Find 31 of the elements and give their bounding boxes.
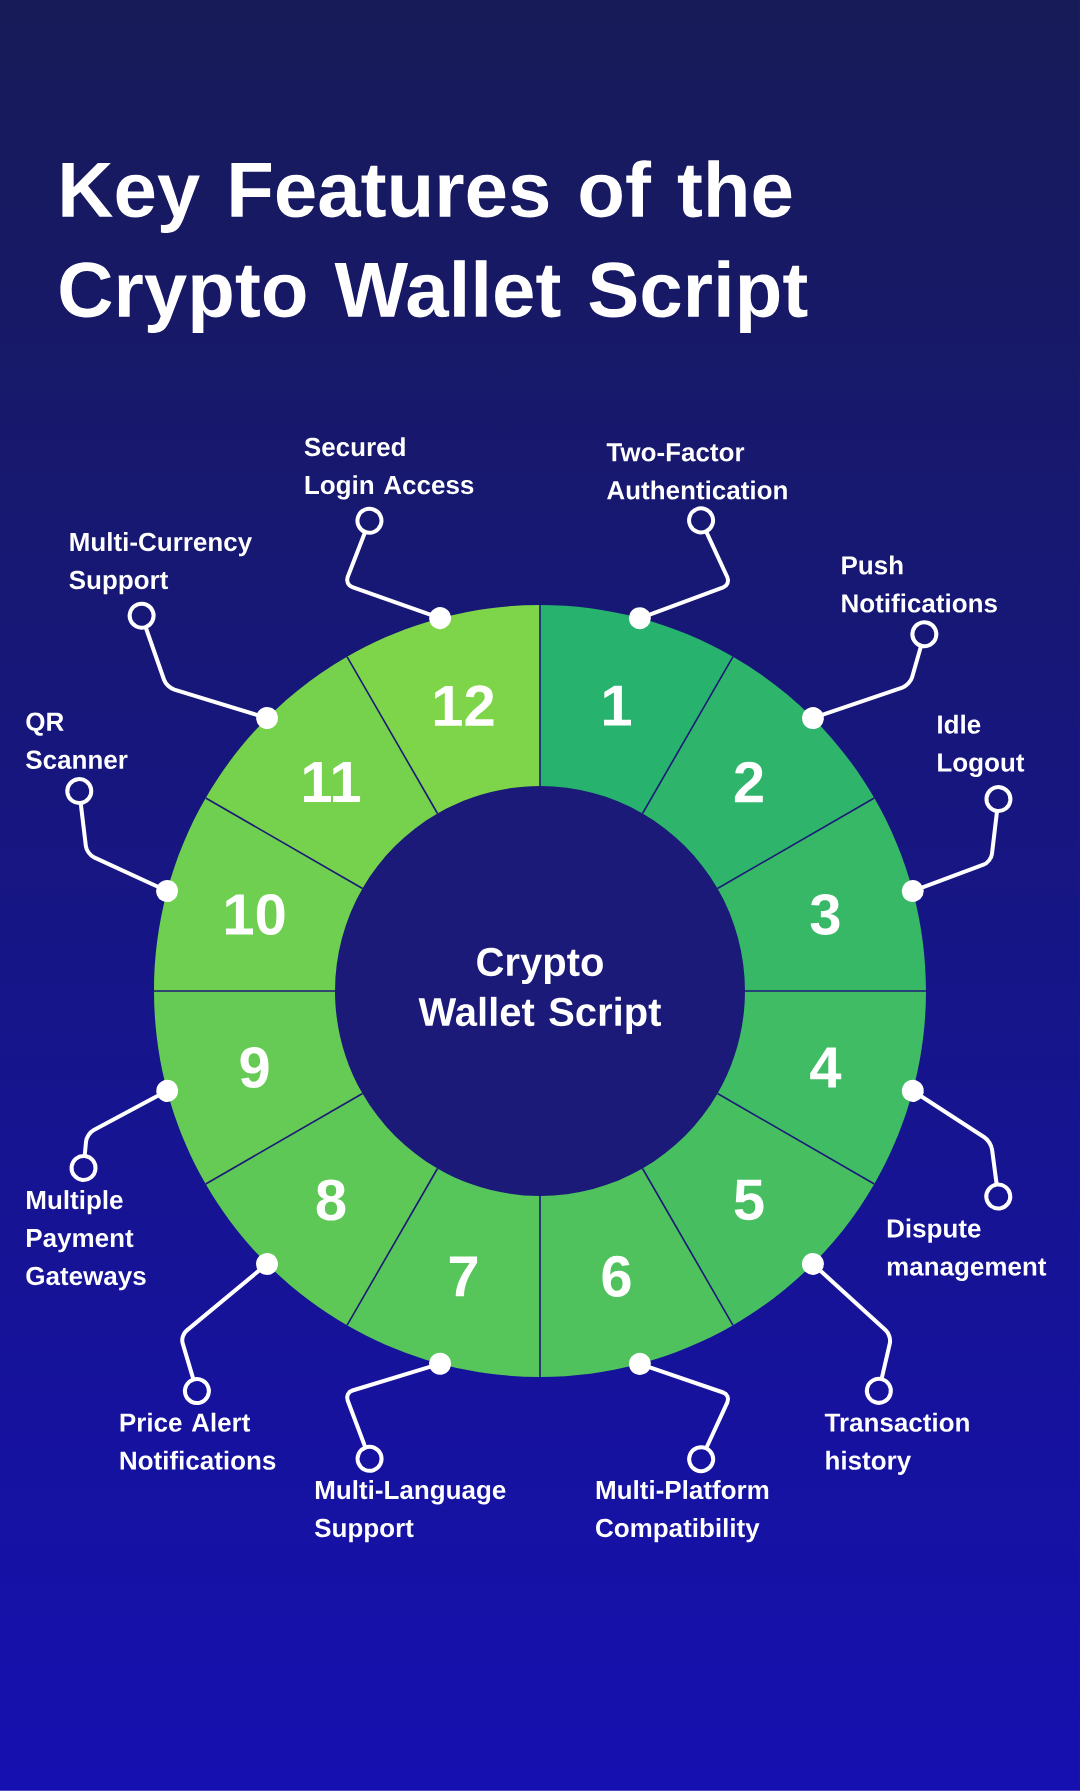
feature-label: Multi-Language Support [314,1480,506,1543]
leader-line [345,506,452,630]
feature-label: Multiple Payment Gateways [26,1190,146,1291]
ring-segment: 8 [205,1093,438,1326]
leader-line [628,1352,730,1474]
leader-line [345,1352,452,1473]
feature-label: Secured Login Access [304,437,474,500]
leader-line [801,1252,893,1405]
ring-segment: 1 [540,605,733,814]
leader-line [901,1079,1013,1211]
leader-line [801,620,939,730]
ring-segment: 6 [540,1168,733,1377]
ring-segment: 5 [642,1093,875,1326]
feature-label: Price Alert Notifications [120,1412,276,1470]
leader-line [69,1079,179,1182]
feature-label: Multi-Platform Compatibility [596,1480,769,1543]
leader-line [180,1252,279,1406]
feature-label: Transaction history [824,1412,969,1475]
feature-label: Push Notifications [842,555,997,613]
leader-line [628,506,730,630]
feature-label: Two-Factor Authentication [606,443,787,500]
feature-label: Idle Logout [938,714,1025,777]
ring-segment: 7 [347,1168,540,1377]
leader-line [65,777,179,903]
feature-label: Dispute management [887,1218,1047,1281]
leader-line [127,601,279,730]
title: Key Features of the Crypto Wallet Script [60,160,808,333]
feature-label: QR Scanner [26,712,128,769]
leader-line [901,785,1013,903]
ring-segment: 2 [642,656,875,889]
feature-label: Multi-Currency Support [69,532,252,595]
